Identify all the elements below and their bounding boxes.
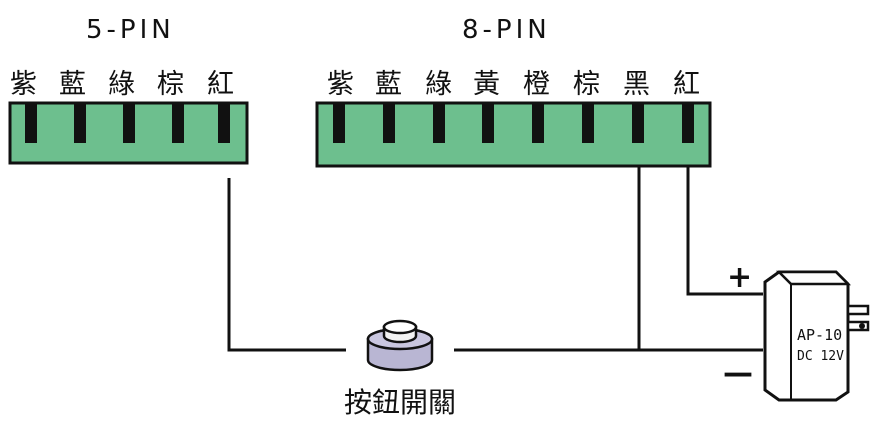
connector-5pin-title: 5-PIN (86, 15, 175, 45)
power-adapter-model: AP-10 (797, 326, 842, 344)
pin-label-red: 紅 (673, 69, 700, 100)
pin-label-green: 綠 (425, 69, 452, 100)
power-plug-prongs-icon (846, 304, 870, 332)
pin-slot (682, 103, 694, 143)
pin-label-orange: 橙 (523, 69, 550, 100)
connector-8pin-body (315, 101, 712, 168)
pin-label-purple: 紫 (327, 69, 354, 100)
power-adapter-front-face (775, 270, 852, 286)
pin-slot (123, 103, 135, 143)
connector-5pin-slots (25, 103, 230, 143)
pin-slot (172, 103, 184, 143)
pin-slot (25, 103, 37, 143)
connector-8pin-slots (333, 103, 694, 143)
pin-slot (218, 103, 230, 143)
pin-slot (383, 103, 395, 143)
power-adapter-rating: DC 12V (797, 349, 844, 364)
connector-8pin-title: 8-PIN (462, 15, 551, 45)
negative-sign: — (723, 356, 753, 391)
pin-label-brown: 棕 (573, 69, 600, 100)
pin-slot (482, 103, 494, 143)
pin-slot (632, 103, 644, 143)
pin-label-green: 綠 (108, 69, 135, 100)
connector-8pin-pin-labels: 紫 藍 綠 黃 橙 棕 黑 紅 (327, 69, 700, 100)
connector-5pin: 5-PIN 紫 藍 綠 棕 紅 (8, 15, 249, 165)
connector-5pin-pin-labels: 紫 藍 綠 棕 紅 (10, 69, 234, 100)
pin-slot (582, 103, 594, 143)
positive-sign: + (727, 260, 752, 295)
pin-slot (333, 103, 345, 143)
red-wire-8pin-to-adapter-positive (686, 166, 763, 296)
pin-slot (433, 103, 445, 143)
pin-slot (532, 103, 544, 143)
pin-label-red: 紅 (207, 69, 234, 100)
pin-label-yellow: 黃 (473, 69, 500, 100)
power-adapter: AP-10 DC 12V (763, 270, 870, 402)
pin-label-brown: 棕 (157, 69, 184, 100)
wires (227, 166, 763, 352)
pin-label-blue: 藍 (375, 69, 402, 100)
pin-label-black: 黑 (623, 69, 650, 100)
connector-8pin: 8-PIN 紫 藍 綠 黃 橙 棕 黑 紅 (315, 15, 712, 168)
push-button-cap-top (382, 319, 418, 335)
pin-label-purple: 紫 (10, 69, 37, 100)
push-button-label: 按鈕開關 (344, 386, 456, 419)
push-button-switch: 按鈕開關 (344, 319, 456, 419)
red-wire-5pin-to-button (227, 178, 346, 352)
pin-label-blue: 藍 (59, 69, 86, 100)
pin-slot (74, 103, 86, 143)
